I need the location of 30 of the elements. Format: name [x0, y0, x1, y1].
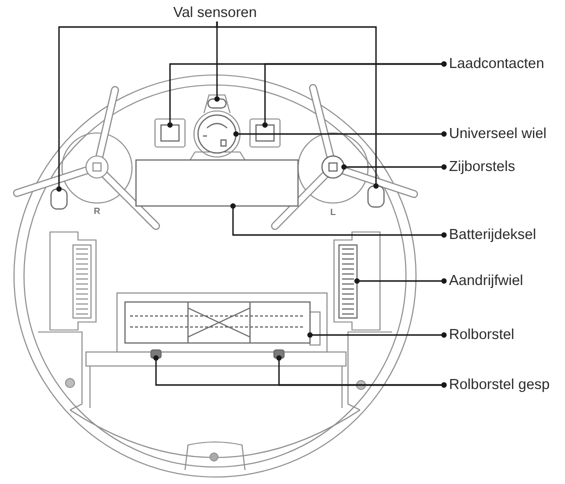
leader-line: [354, 278, 447, 284]
leader-line: [216, 22, 379, 189]
caster-wheel: [197, 114, 237, 154]
cliff-sensor: [207, 98, 227, 109]
charging-contact: [160, 124, 180, 142]
part-label: Laadcontacten: [444, 56, 544, 72]
roller-brush: [124, 301, 311, 344]
battery-cover: [135, 159, 299, 207]
part-label: Rolborstel: [444, 326, 514, 344]
charging-contact: [255, 124, 275, 142]
leader-line: [341, 164, 447, 170]
part-label: Zijborstels: [444, 158, 516, 176]
leader-line: [230, 203, 447, 238]
leader-line: [276, 355, 447, 388]
drive-wheel: [338, 244, 358, 319]
leader-line: [262, 61, 447, 128]
brush-side-letter: R: [94, 206, 100, 216]
roller-brush-buckle: [150, 349, 162, 359]
part-label: Val sensoren: [173, 4, 257, 22]
cliff-sensor: [50, 188, 68, 210]
leader-line: [233, 131, 447, 137]
part-label: Aandrijfwiel: [444, 272, 524, 290]
side-brush-hub: [321, 155, 345, 179]
brush-side-letter: L: [330, 207, 336, 217]
leader-line: [307, 332, 447, 338]
part-label: Batterijdeksel: [444, 226, 536, 244]
part-label: Rolborstel gesp: [444, 376, 550, 394]
part-label: Universeel wiel: [444, 126, 547, 142]
roller-brush-buckle: [273, 349, 285, 359]
cliff-sensor: [367, 185, 385, 208]
